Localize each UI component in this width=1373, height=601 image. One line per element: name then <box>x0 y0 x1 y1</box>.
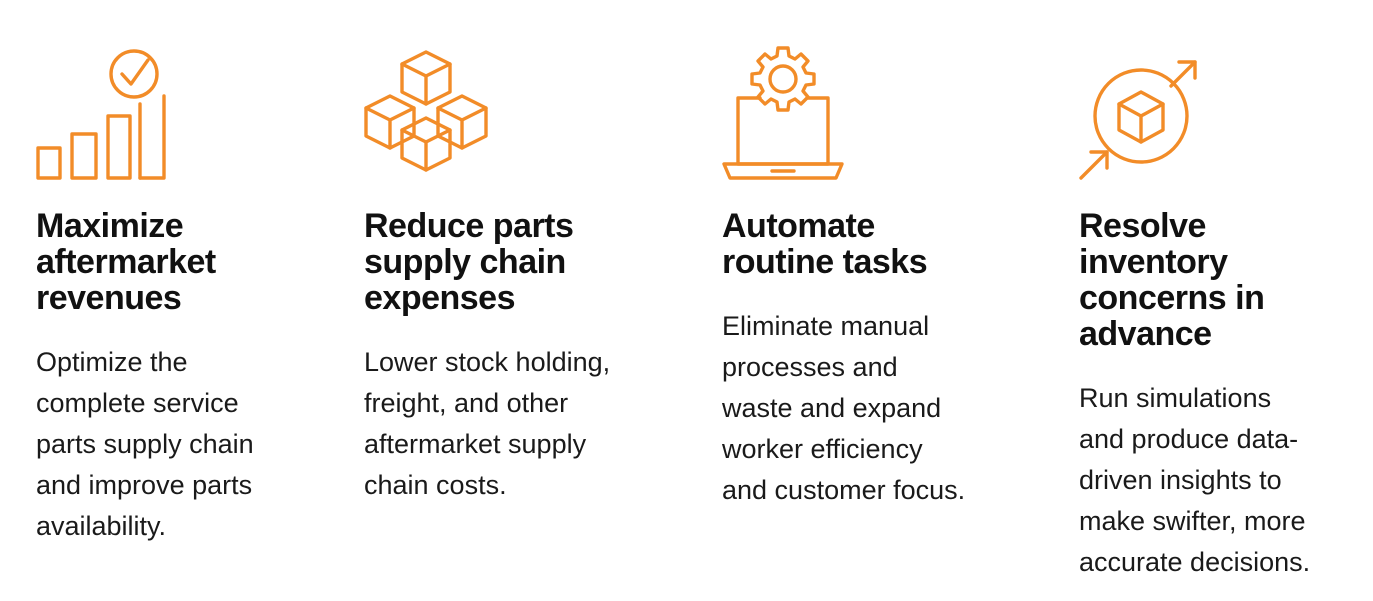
stacked-boxes-icon <box>364 40 684 185</box>
feature-card-expenses: Reduce parts supply chain expenses Lower… <box>364 40 684 500</box>
feature-title: Automate routine tasks <box>722 207 928 281</box>
feature-title: Maximize aftermarket revenues <box>36 207 216 317</box>
feature-description: Eliminate manual processes and waste and… <box>722 311 966 505</box>
feature-card-revenues: Maximize aftermarket revenues Optimize t… <box>36 40 326 541</box>
feature-description: Optimize the complete service parts supp… <box>36 347 254 541</box>
growth-chart-check-icon <box>36 40 326 185</box>
feature-title: Reduce parts supply chain expenses <box>364 207 574 317</box>
feature-card-inventory: Resolve inventory concerns in advance Ru… <box>1079 40 1369 577</box>
feature-description: Run simulations and produce data- driven… <box>1079 383 1311 577</box>
feature-card-automate: Automate routine tasks Eliminate manual … <box>722 40 1052 505</box>
feature-description: Lower stock holding, freight, and other … <box>364 347 611 500</box>
box-arrows-circle-icon <box>1079 40 1369 185</box>
feature-title: Resolve inventory concerns in advance <box>1079 207 1265 353</box>
laptop-gear-icon <box>722 40 1052 185</box>
